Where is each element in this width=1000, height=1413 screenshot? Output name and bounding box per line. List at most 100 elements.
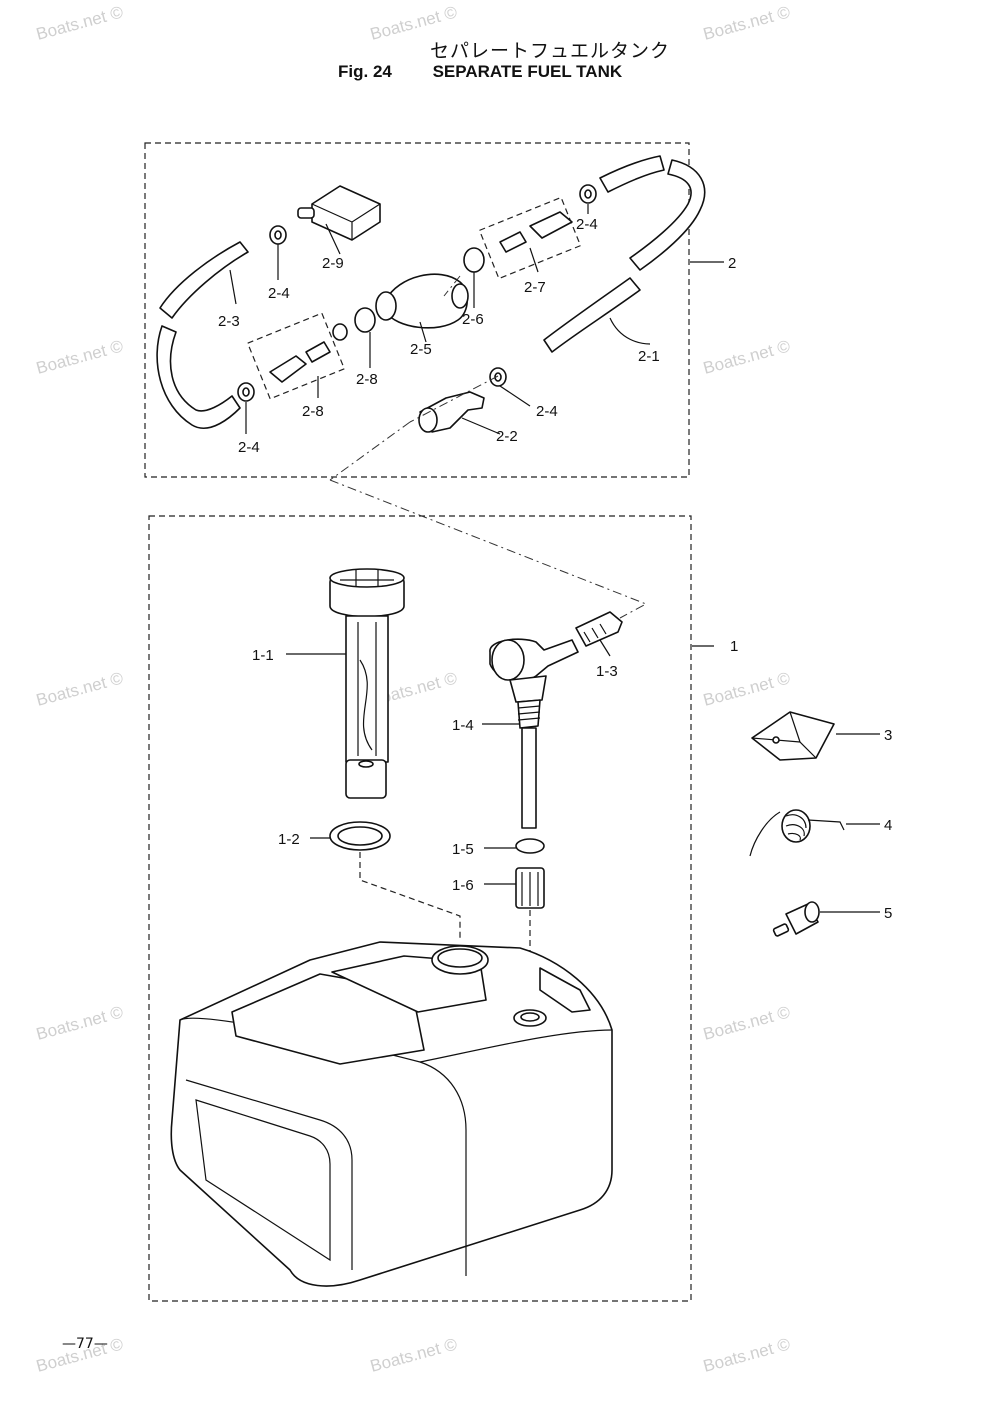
callout-1-3: 1-3 [596,663,618,680]
fitting-thread [583,623,607,643]
leader-line [599,639,611,657]
clamp-hole [584,189,592,199]
bulb-end [375,291,397,321]
o-ring-inner [337,826,383,846]
leader-line [229,269,237,305]
bulb-end [451,283,469,309]
leader-line [325,223,341,255]
callout-2-5: 2-5 [410,341,432,358]
callout-2-4: 2-4 [268,285,290,302]
callout-2-9: 2-9 [322,255,344,272]
callout-2-8: 2-8 [356,371,378,388]
part-4-wire [807,819,845,831]
watermark: Boats.net © [368,1334,459,1376]
port-inner [520,1012,540,1022]
pickup-tube [521,727,537,829]
filler-inner [437,948,483,968]
leader-line [529,247,539,273]
callout-2-4: 2-4 [238,439,260,456]
ring-2-8 [354,307,376,333]
tank-handle [539,967,591,1013]
valve-group-2-7 [478,196,582,280]
watermark: Boats.net © [701,1334,792,1376]
watermark: Boats.net © [34,668,125,710]
watermark: Boats.net © [368,2,459,44]
callout-1: 1 [730,638,738,655]
coil-turns [785,814,807,841]
assembly-line [329,275,499,481]
watermark: Boats.net © [701,668,792,710]
connector-edges [311,203,381,240]
part-3-pouch [751,711,835,761]
clamp-hole [274,230,282,240]
tank-edge [179,1017,467,1276]
callout-1-6: 1-6 [452,877,474,894]
figure-number: Fig. 24 [338,62,392,81]
leader-line [499,385,531,407]
hose-2-3-lower [156,325,241,429]
fitting-face [804,901,820,923]
callout-2-1: 2-1 [638,348,660,365]
connector-face [418,407,438,433]
washer [332,323,348,341]
fuel-hose-assembly [156,155,724,481]
loose-parts [749,711,880,937]
clamp-hole [494,372,502,382]
tank-panel [185,1079,353,1270]
watermark: Boats.net © [701,336,792,378]
callout-1-4: 1-4 [452,717,474,734]
gauge-base [345,759,387,799]
leader-line [609,317,651,345]
valve-insert-2-7 [499,231,527,253]
cap-slots [340,570,394,586]
callout-2-2: 2-2 [496,428,518,445]
gauge-float [358,760,374,768]
fuel-hose-assembly-group-box [144,142,690,478]
connector-nipple [297,207,315,219]
callout-2-4: 2-4 [536,403,558,420]
gauge-cap-top [329,568,405,588]
watermark: Boats.net © [34,1002,125,1044]
page-number: —77— [62,1336,108,1352]
figure-title: SEPARATE FUEL TANK [432,62,623,81]
diagram-title: Fig. 24 SEPARATE FUEL TANK [338,62,622,82]
watermark: Boats.net © [701,2,792,44]
watermark: Boats.net © [34,2,125,44]
leader-line [461,417,501,435]
hose-2-3-upper [159,241,249,319]
callout-2-8: 2-8 [302,403,324,420]
callout-1-5: 1-5 [452,841,474,858]
callout-5: 5 [884,905,892,922]
filter-mesh [521,872,539,906]
thread-lines [517,705,541,721]
tank-edge [419,1029,613,1063]
fitting-1-3 [575,611,623,647]
clamp-hole [242,387,250,397]
watermark: Boats.net © [34,336,125,378]
valve-body-2-8 [269,355,307,383]
callout-4: 4 [884,817,892,834]
hose-2-1-bend [629,159,706,271]
callout-2-7: 2-7 [524,279,546,296]
pickup-nut [509,675,547,703]
valve-group-2-8 [246,312,346,400]
gauge-tube-detail [357,622,377,756]
ring-2-6 [463,247,485,273]
o-ring-1-5 [515,838,545,854]
fuel-tank-assembly [170,568,714,1287]
callout-3: 3 [884,727,892,744]
valve-insert-2-8 [305,341,331,363]
callout-1-2: 1-2 [278,831,300,848]
diagram-title-japanese: セパレートフュエルタンク [430,40,671,62]
callout-2: 2 [728,255,736,272]
callout-1-1: 1-1 [252,647,274,664]
engine-connector-2-9 [311,185,381,241]
assembly-line [359,852,461,940]
fuel-tank-assembly-group-box [148,515,692,1302]
elbow-face [491,639,525,681]
fitting-nipple [772,923,790,937]
tank-top-panel [231,973,425,1065]
valve-body-2-7 [529,211,573,239]
leader-line [419,321,427,343]
